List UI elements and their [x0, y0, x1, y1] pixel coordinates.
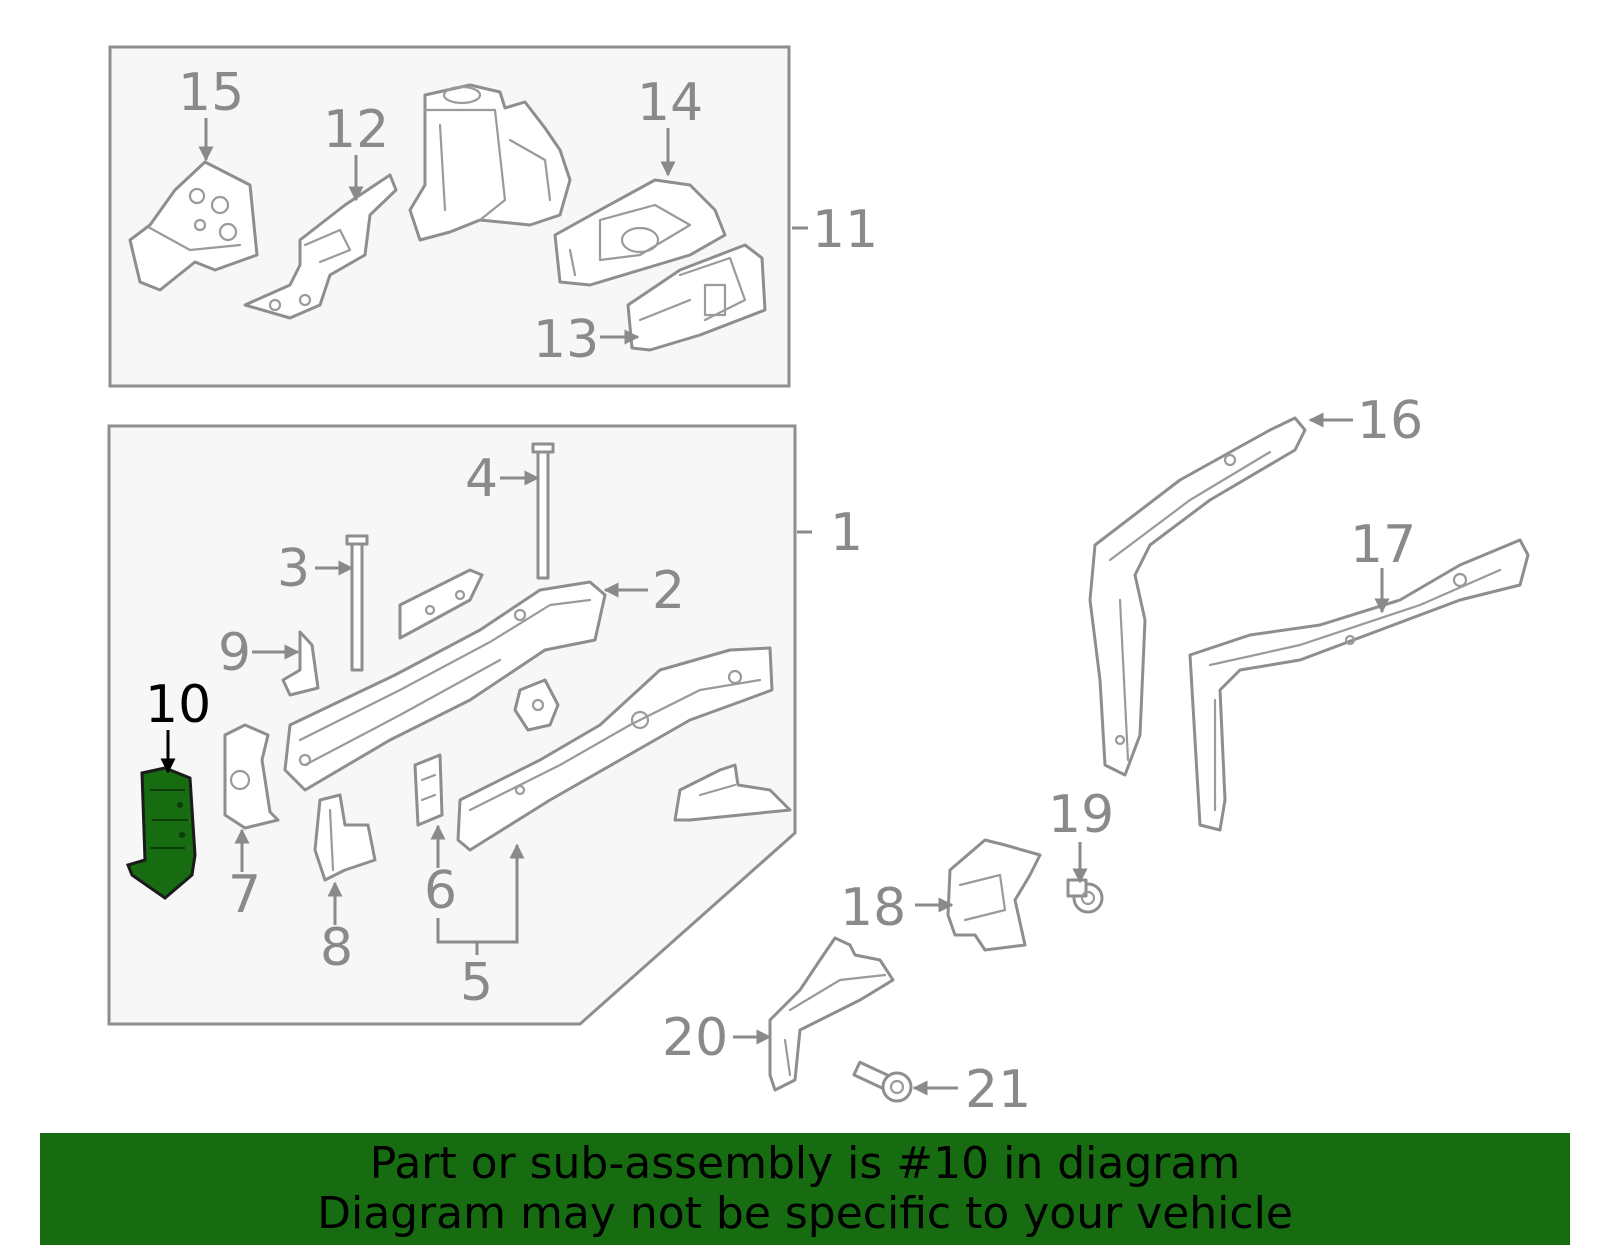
- part-20[interactable]: [768, 936, 895, 1092]
- callout-9: 9: [218, 623, 251, 683]
- part-box1-bracket[interactable]: [673, 763, 792, 822]
- part-17[interactable]: [1188, 538, 1530, 832]
- callout-10: 10: [145, 675, 211, 735]
- info-banner: Part or sub-assembly is #10 in diagram D…: [40, 1133, 1570, 1245]
- part-18[interactable]: [946, 838, 1042, 952]
- callout-14: 14: [637, 73, 703, 133]
- part-5[interactable]: [456, 646, 774, 852]
- part-16[interactable]: [1088, 416, 1307, 777]
- part-center-bracket[interactable]: [513, 678, 560, 732]
- callout-21: 21: [965, 1060, 1031, 1120]
- part-7[interactable]: [223, 723, 280, 830]
- callout-2: 2: [652, 561, 685, 621]
- part-6[interactable]: [413, 753, 444, 827]
- callout-5: 5: [460, 953, 493, 1013]
- part-11-housing[interactable]: [408, 83, 572, 242]
- part-2[interactable]: [283, 580, 607, 792]
- part-12[interactable]: [243, 173, 398, 320]
- callout-15: 15: [178, 63, 244, 123]
- part-2-bracket[interactable]: [398, 568, 484, 640]
- banner-line-disclaimer: Diagram may not be specific to your vehi…: [317, 1188, 1293, 1239]
- part-9[interactable]: [281, 630, 320, 697]
- callout-16: 16: [1357, 391, 1423, 451]
- assembly-box-1: [107, 424, 797, 1026]
- callout-8: 8: [320, 918, 353, 978]
- part-13[interactable]: [626, 243, 767, 352]
- part-21-bolt[interactable]: [852, 1060, 913, 1103]
- part-3-bolt[interactable]: [345, 534, 369, 672]
- banner-line-part: Part or sub-assembly is #10 in diagram: [369, 1138, 1241, 1189]
- callout-13: 13: [533, 310, 599, 370]
- part-15[interactable]: [128, 160, 259, 292]
- callout-17: 17: [1350, 515, 1416, 575]
- callout-7: 7: [228, 865, 261, 925]
- part-10-highlighted[interactable]: [125, 766, 197, 900]
- callout-11: 11: [812, 200, 878, 260]
- part-14[interactable]: [553, 178, 727, 287]
- callout-3: 3: [277, 539, 310, 599]
- part-4-bolt[interactable]: [531, 442, 555, 580]
- callout-20: 20: [662, 1008, 728, 1068]
- callout-18: 18: [840, 878, 906, 938]
- callout-4: 4: [465, 449, 498, 509]
- callout-12: 12: [323, 100, 389, 160]
- part-19-clip[interactable]: [1066, 878, 1104, 914]
- part-8[interactable]: [313, 793, 377, 882]
- callout-6: 6: [424, 861, 457, 921]
- callout-19: 19: [1048, 785, 1114, 845]
- callout-1: 1: [830, 503, 863, 563]
